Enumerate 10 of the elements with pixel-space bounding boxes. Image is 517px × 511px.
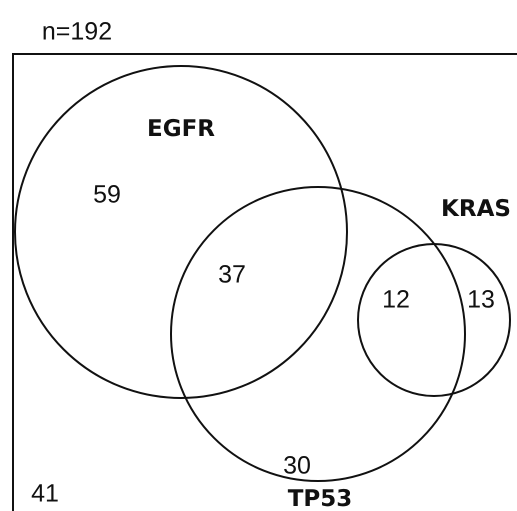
region-count: 13 xyxy=(467,286,495,314)
region-count: 30 xyxy=(283,452,311,480)
set-label: TP53 xyxy=(288,486,352,511)
sample-size: n=192 xyxy=(42,18,112,46)
set-label: EGFR xyxy=(147,116,215,142)
region-count: 59 xyxy=(93,180,121,210)
region-count: 41 xyxy=(31,480,59,508)
region-count: 12 xyxy=(382,286,410,314)
set-label: KRAS xyxy=(441,196,511,222)
region-count: 37 xyxy=(218,260,246,290)
